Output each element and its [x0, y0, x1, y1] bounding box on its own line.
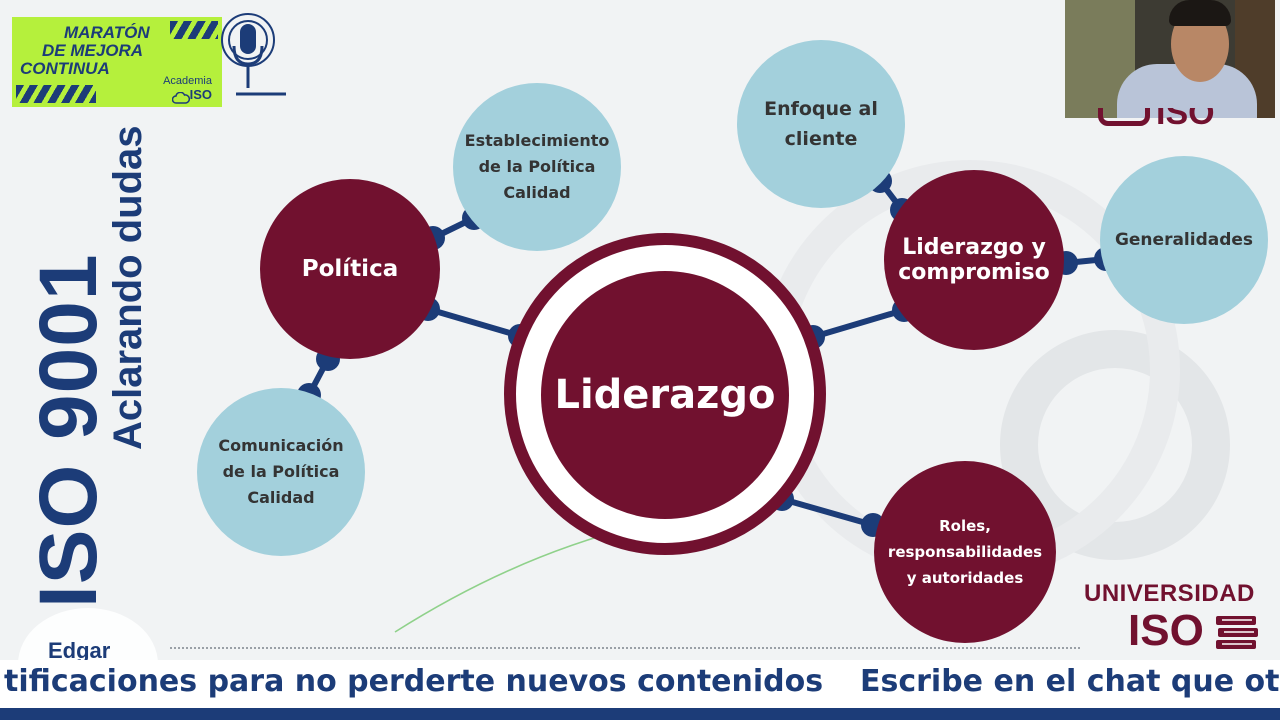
- badge-brand-iso: ISO: [189, 87, 212, 102]
- presenter-name: Edgar: [48, 638, 111, 663]
- badge-stripes: [16, 85, 96, 103]
- webcam-brand-logo: ISO: [1098, 108, 1238, 132]
- node-roles: Roles, responsabilidades y autoridades: [874, 461, 1056, 643]
- presenter-hair: [1169, 0, 1231, 26]
- university-iso: ISO: [1128, 606, 1204, 655]
- node-liderazgo: Liderazgo: [541, 271, 789, 519]
- badge-line1: MARATÓN: [64, 23, 150, 42]
- university-label: UNIVERSIDAD: [1084, 580, 1255, 607]
- badge-line3: CONTINUA: [20, 59, 110, 78]
- webcam-brand-iso: ISO: [1156, 108, 1215, 132]
- badge-line2: DE MEJORA: [42, 41, 144, 60]
- badge-brand: Academia: [163, 75, 212, 87]
- dotted-separator: [170, 647, 1080, 649]
- ticker-text-right: Escribe en el chat que otro: [860, 664, 1280, 699]
- ticker-text-left: tificaciones para no perderte nuevos con…: [4, 664, 824, 699]
- university-iso-logo: UNIVERSIDAD ISO: [1080, 578, 1270, 658]
- node-comunicacion: Comunicación de la Política Calidad: [197, 388, 365, 556]
- books-icon: [1214, 614, 1260, 658]
- node-politica: Política: [260, 179, 440, 359]
- node-liderazgo-compromiso: Liderazgo y compromiso: [884, 170, 1064, 350]
- ticker-bar: tificaciones para no perderte nuevos con…: [0, 660, 1280, 708]
- badge-stripes: [170, 21, 218, 39]
- node-enfoque: Enfoque al cliente: [737, 40, 905, 208]
- cloud-icon: [171, 89, 190, 108]
- ticker-bottom-bar: [0, 708, 1280, 720]
- event-badge: MARATÓN DE MEJORA CONTINUA Academia ISO: [12, 17, 222, 107]
- microphone-icon: [220, 8, 290, 107]
- presenter-webcam: [1065, 0, 1275, 118]
- node-generalidades: Generalidades: [1100, 156, 1268, 324]
- node-establecimiento: Establecimiento de la Política Calidad: [453, 83, 621, 251]
